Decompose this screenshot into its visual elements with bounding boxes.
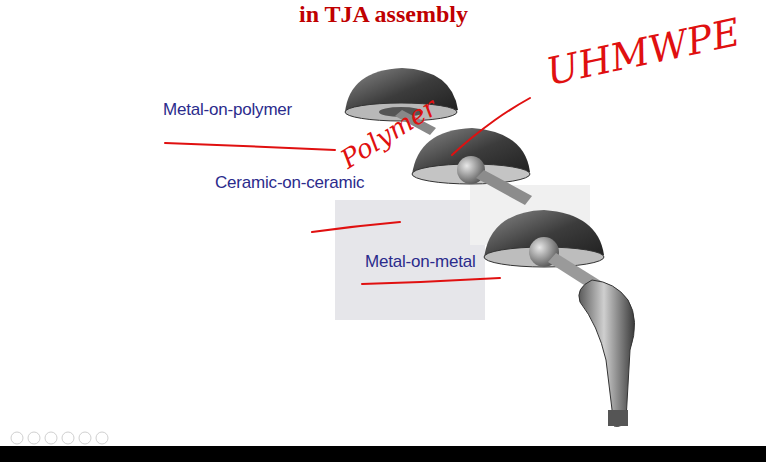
acetabular-cup bbox=[484, 210, 604, 292]
handwritten-mark bbox=[165, 98, 530, 284]
player-bar bbox=[0, 446, 766, 462]
slide-title: in TJA assembly bbox=[299, 1, 468, 28]
acetabular-cup bbox=[412, 128, 532, 205]
bearing-label: Ceramic-on-ceramic bbox=[215, 173, 364, 193]
player-icons bbox=[11, 432, 108, 444]
handwritten-note: UHMWPE bbox=[543, 10, 744, 94]
bearing-label: Metal-on-metal bbox=[365, 252, 476, 272]
backdrop bbox=[335, 200, 485, 320]
femoral-stem bbox=[579, 280, 635, 426]
bearing-label: Metal-on-polymer bbox=[163, 100, 292, 120]
